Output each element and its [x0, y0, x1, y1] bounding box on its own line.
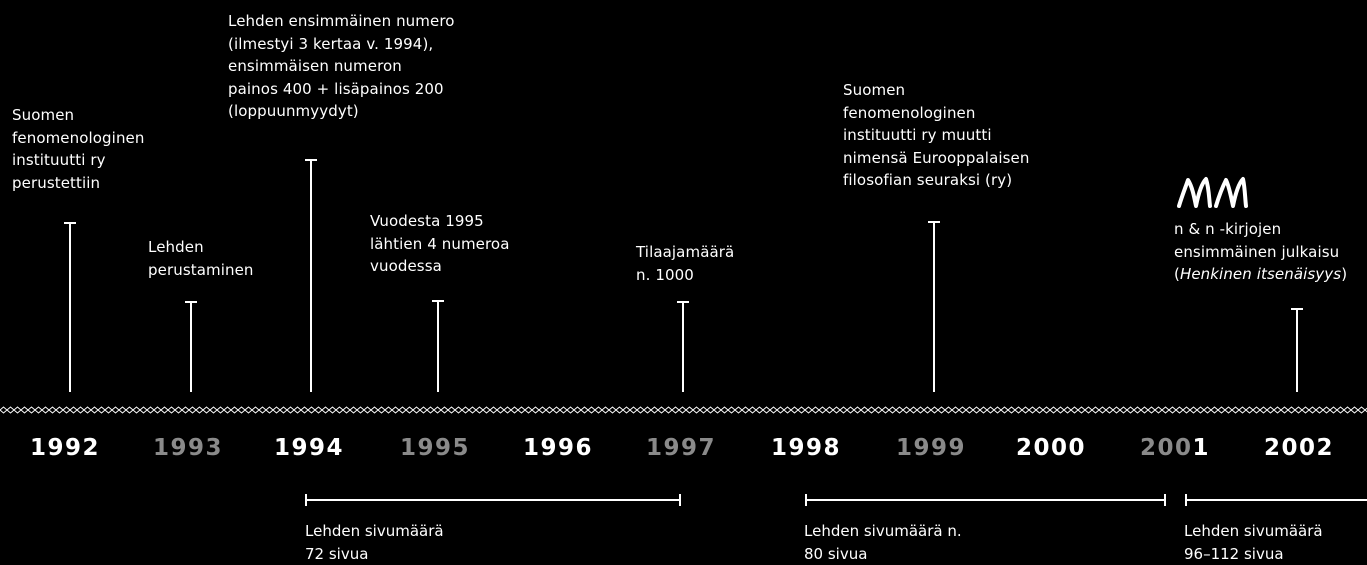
page-count-96-112: Lehden sivumäärä 96–112 sivua	[1184, 522, 1323, 563]
span2-end-cap	[1164, 494, 1166, 506]
event-tick-1992	[64, 222, 76, 392]
page-count-72: Lehden sivumäärä 72 sivua	[305, 522, 444, 563]
page-count-80: Lehden sivumäärä n. 80 sivua	[804, 522, 962, 563]
page-span-1998-2001	[805, 499, 1166, 501]
year-2002: 2002	[1264, 435, 1335, 461]
event-tick-2002	[1291, 308, 1303, 392]
year-2001: 2001	[1140, 435, 1210, 461]
year-1992: 1992	[30, 435, 101, 461]
event-2002-line2: ensimmäinen julkaisu	[1174, 242, 1340, 261]
event-tick-1997	[677, 301, 689, 392]
year-2000: 2000	[1016, 435, 1087, 461]
year-1996: 1996	[523, 435, 594, 461]
event-tick-1994	[305, 159, 317, 392]
year-1998: 1998	[771, 435, 842, 461]
paren-close: )	[1341, 265, 1348, 283]
page-span-1994-1997	[305, 499, 681, 501]
event-tick-1995	[432, 300, 444, 392]
event-2002-first-book: n & n -kirjojen ensimmäinen julkaisu (He…	[1174, 218, 1347, 286]
paren-open: (	[1174, 265, 1180, 283]
year-1995: 1995	[400, 435, 471, 461]
event-1997-subscribers: Tilaajamäärä n. 1000	[636, 243, 735, 284]
year-2001-part-bright: 1	[1192, 435, 1211, 461]
year-1994: 1994	[274, 435, 345, 461]
nn-logo-icon	[1177, 177, 1248, 208]
page-span-2001-onward	[1185, 499, 1367, 501]
timeline-axis	[0, 405, 1367, 415]
event-1995-four-issues: Vuodesta 1995 lähtien 4 numeroa vuodessa	[370, 212, 510, 275]
span1-end-cap	[679, 494, 681, 506]
event-2002-line1: n & n -kirjojen	[1174, 220, 1282, 238]
year-1997: 1997	[646, 435, 717, 461]
event-1993-journal-founding: Lehden perustaminen	[148, 238, 254, 279]
event-2002-line3: (Henkinen itsenäisyys)	[1174, 263, 1347, 286]
event-1992-founding: Suomen fenomenologinen instituutti ry pe…	[12, 106, 145, 192]
event-1994-first-issue: Lehden ensimmäinen numero (ilmestyi 3 ke…	[228, 12, 455, 120]
book-title: Henkinen itsenäisyys	[1179, 265, 1342, 283]
event-tick-1993	[185, 301, 197, 392]
event-tick-1999	[928, 221, 940, 392]
year-1993: 1993	[153, 435, 224, 461]
event-1999-name-change: Suomen fenomenologinen instituutti ry mu…	[843, 81, 1030, 189]
year-1999: 1999	[896, 435, 967, 461]
year-2001-part-dim: 200	[1140, 435, 1193, 461]
